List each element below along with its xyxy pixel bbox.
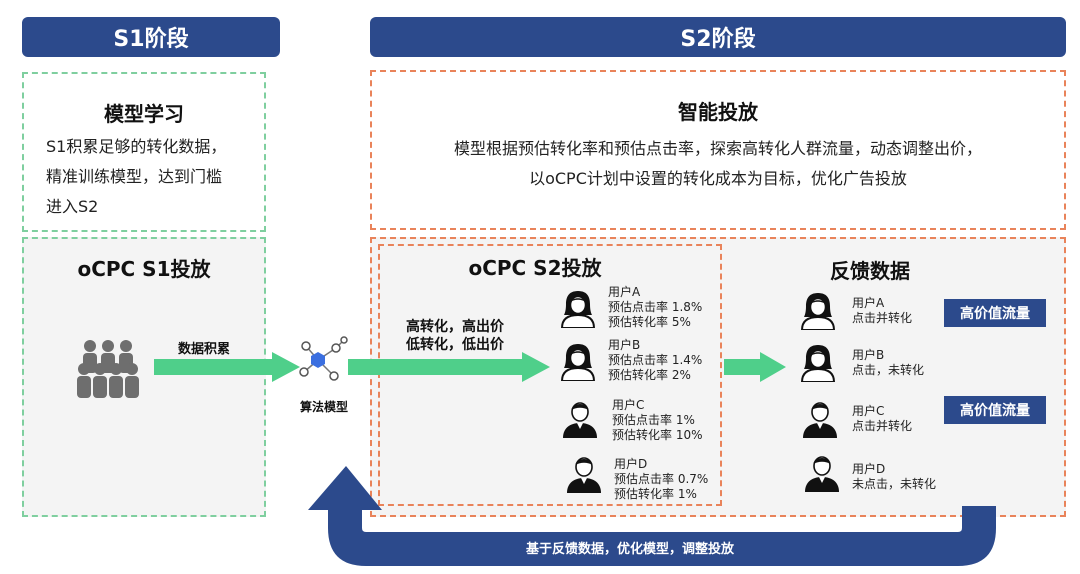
user-group-icon xyxy=(77,340,139,398)
high-value-traffic-badge: 高价值流量 xyxy=(944,396,1046,424)
bidding-rule-line-2: 低转化，低出价 xyxy=(406,337,504,353)
female-user-icon xyxy=(798,342,838,386)
feedback-user-status: 点击，未转化 xyxy=(852,363,925,377)
s1-model-learning-title: 模型学习 xyxy=(104,102,184,126)
feedback-user-status: 未点击，未转化 xyxy=(852,477,937,491)
feedback-user-status: 点击并转化 xyxy=(852,311,913,325)
data-accumulation-label: 数据积累 xyxy=(178,342,231,357)
bidding-rule-text: 高转化，高出价 低转化，低出价 xyxy=(406,318,504,354)
s1-model-line-1: S1积累足够的转化数据， xyxy=(46,137,227,156)
female-user-icon xyxy=(798,290,838,334)
female-user-icon xyxy=(558,341,598,385)
s1-model-line-3: 进入S2 xyxy=(46,197,99,216)
s2-user-cvr: 预估转化率 10% xyxy=(612,428,703,442)
s2-user-ctr: 预估点击率 1.8% xyxy=(608,300,703,314)
s2-stage-title: S2阶段 xyxy=(680,27,756,52)
s2-smart-line-1: 模型根据预估转化率和预估点击率，探索高转化人群流量，动态调整出价， xyxy=(453,139,982,158)
optimization-loop-arrow xyxy=(308,466,996,566)
s2-user-cvr: 预估转化率 2% xyxy=(608,368,691,382)
s2-user-name: 用户C xyxy=(612,398,645,412)
s1-stage-title: S1阶段 xyxy=(113,27,189,52)
s2-user-cvr: 预估转化率 5% xyxy=(608,315,691,329)
s1-delivery-box: oCPC S1投放 xyxy=(22,237,266,517)
optimization-loop-label: 基于反馈数据，优化模型，调整投放 xyxy=(525,542,734,557)
s2-user-ctr: 预估点击率 0.7% xyxy=(614,472,709,486)
s1-model-learning-box: 模型学习 S1积累足够的转化数据， 精准训练模型，达到门槛 进入S2 xyxy=(22,72,266,232)
s1-model-line-2: 精准训练模型，达到门槛 xyxy=(46,167,223,186)
s2-user-ctr: 预估点击率 1% xyxy=(612,413,695,427)
feedback-user-name: 用户C xyxy=(852,404,885,418)
feedback-title: 反馈数据 xyxy=(830,259,910,283)
s1-delivery-title: oCPC S1投放 xyxy=(77,257,211,281)
feedback-user-name: 用户A xyxy=(852,296,885,310)
bidding-arrow xyxy=(348,352,550,382)
male-user-icon xyxy=(560,398,600,442)
s1-stage-header: S1阶段 xyxy=(22,17,280,57)
s2-user-name: 用户D xyxy=(614,457,648,471)
s2-user-name: 用户A xyxy=(608,285,641,299)
feedback-user-name: 用户D xyxy=(852,462,886,476)
feedback-user-status: 点击并转化 xyxy=(852,419,913,433)
s2-smart-delivery-title: 智能投放 xyxy=(678,100,758,124)
male-user-icon xyxy=(800,398,840,442)
male-user-icon xyxy=(564,453,604,497)
s2-smart-delivery-box: 智能投放 模型根据预估转化率和预估点击率，探索高转化人群流量，动态调整出价， 以… xyxy=(370,70,1066,230)
algorithm-model-label: 算法模型 xyxy=(300,400,349,414)
s2-stage-header: S2阶段 xyxy=(370,17,1066,57)
male-user-icon xyxy=(802,452,842,496)
feedback-arrow xyxy=(724,352,786,382)
s2-user-ctr: 预估点击率 1.4% xyxy=(608,353,703,367)
female-user-icon xyxy=(558,288,598,332)
s2-user-name: 用户B xyxy=(608,338,641,352)
s2-smart-line-2: 以oCPC计划中设置的转化成本为目标，优化广告投放 xyxy=(529,169,907,188)
algorithm-model-icon xyxy=(299,336,348,381)
s2-smart-delivery-text: 模型根据预估转化率和预估点击率，探索高转化人群流量，动态调整出价， 以oCPC计… xyxy=(372,134,1064,194)
feedback-user-name: 用户B xyxy=(852,348,885,362)
data-accumulation-arrow xyxy=(154,352,300,382)
s2-delivery-title: oCPC S2投放 xyxy=(468,256,602,280)
s1-model-learning-text: S1积累足够的转化数据， 精准训练模型，达到门槛 进入S2 xyxy=(46,132,266,222)
bidding-rule-line-1: 高转化，高出价 xyxy=(406,319,504,335)
s2-user-cvr: 预估转化率 1% xyxy=(614,487,697,501)
high-value-traffic-badge: 高价值流量 xyxy=(944,299,1046,327)
